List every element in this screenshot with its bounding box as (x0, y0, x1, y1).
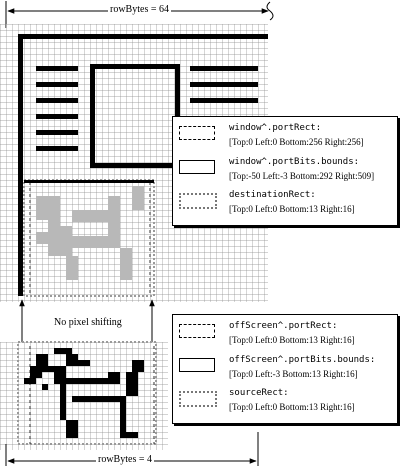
window-legend-box: window^.portRect: [Top:0 Left:0 Bottom:2… (172, 116, 398, 226)
dotted-swatch (179, 391, 217, 407)
legend-offscreen-portrect: offScreen^.portRect: [Top:0 Left:0 Botto… (179, 321, 393, 355)
legend-name: sourceRect: (229, 388, 289, 398)
legend-window-portrect: window^.portRect: [Top:0 Left:0 Bottom:2… (179, 123, 393, 157)
window-text-lines-right (190, 66, 258, 103)
window-frame (18, 34, 268, 296)
legend-coords: [Top:0 Left:0 Bottom:13 Right:16] (229, 204, 355, 214)
portrect-dashed-lines (29, 182, 151, 296)
offscreen-frames (17, 341, 157, 445)
legend-name: offScreen^.portBits.bounds: (229, 355, 376, 365)
legend-source-rect: sourceRect: [Top:0 Left:0 Bottom:13 Righ… (179, 388, 393, 422)
legend-window-portbits-bounds: window^.portBits.bounds: [Top:-50 Left:-… (179, 157, 393, 191)
no-pixel-shifting-label: No pixel shifting (54, 317, 122, 328)
legend-coords: [Top:0 Left:-3 Bottom:13 Right:16] (229, 369, 358, 379)
legend-coords: [Top:0 Left:0 Bottom:13 Right:16] (229, 335, 355, 345)
solid-swatch (179, 160, 215, 174)
offscreen-legend-box: offScreen^.portRect: [Top:0 Left:0 Botto… (172, 314, 398, 424)
dashed-swatch (179, 324, 215, 338)
legend-coords: [Top:-50 Left:-3 Bottom:292 Right:509] (229, 171, 375, 181)
bottom-rowbytes-label: rowBytes = 4 (96, 454, 154, 465)
legend-coords: [Top:0 Left:0 Bottom:256 Right:256] (229, 137, 364, 147)
top-rowbytes-label: rowBytes = 64 (108, 4, 171, 15)
legend-name: offScreen^.portRect: (229, 321, 338, 331)
legend-name: destinationRect: (229, 190, 316, 200)
legend-coords: [Top:0 Left:0 Bottom:13 Right:16] (229, 402, 355, 412)
legend-name: window^.portBits.bounds: (229, 157, 360, 167)
window-text-lines-left (36, 66, 78, 151)
legend-destination-rect: destinationRect: [Top:0 Left:0 Bottom:13… (179, 190, 393, 224)
solid-swatch (179, 358, 215, 372)
destination-pattern (36, 186, 144, 280)
legend-name: window^.portRect: (229, 123, 322, 133)
dashed-swatch (179, 126, 215, 140)
legend-offscreen-portbits-bounds: offScreen^.portBits.bounds: [Top:0 Left:… (179, 355, 393, 389)
dotted-swatch (179, 193, 217, 209)
destination-region (23, 179, 155, 297)
shift-arrows (19, 299, 155, 342)
offscreen-image (24, 348, 144, 438)
